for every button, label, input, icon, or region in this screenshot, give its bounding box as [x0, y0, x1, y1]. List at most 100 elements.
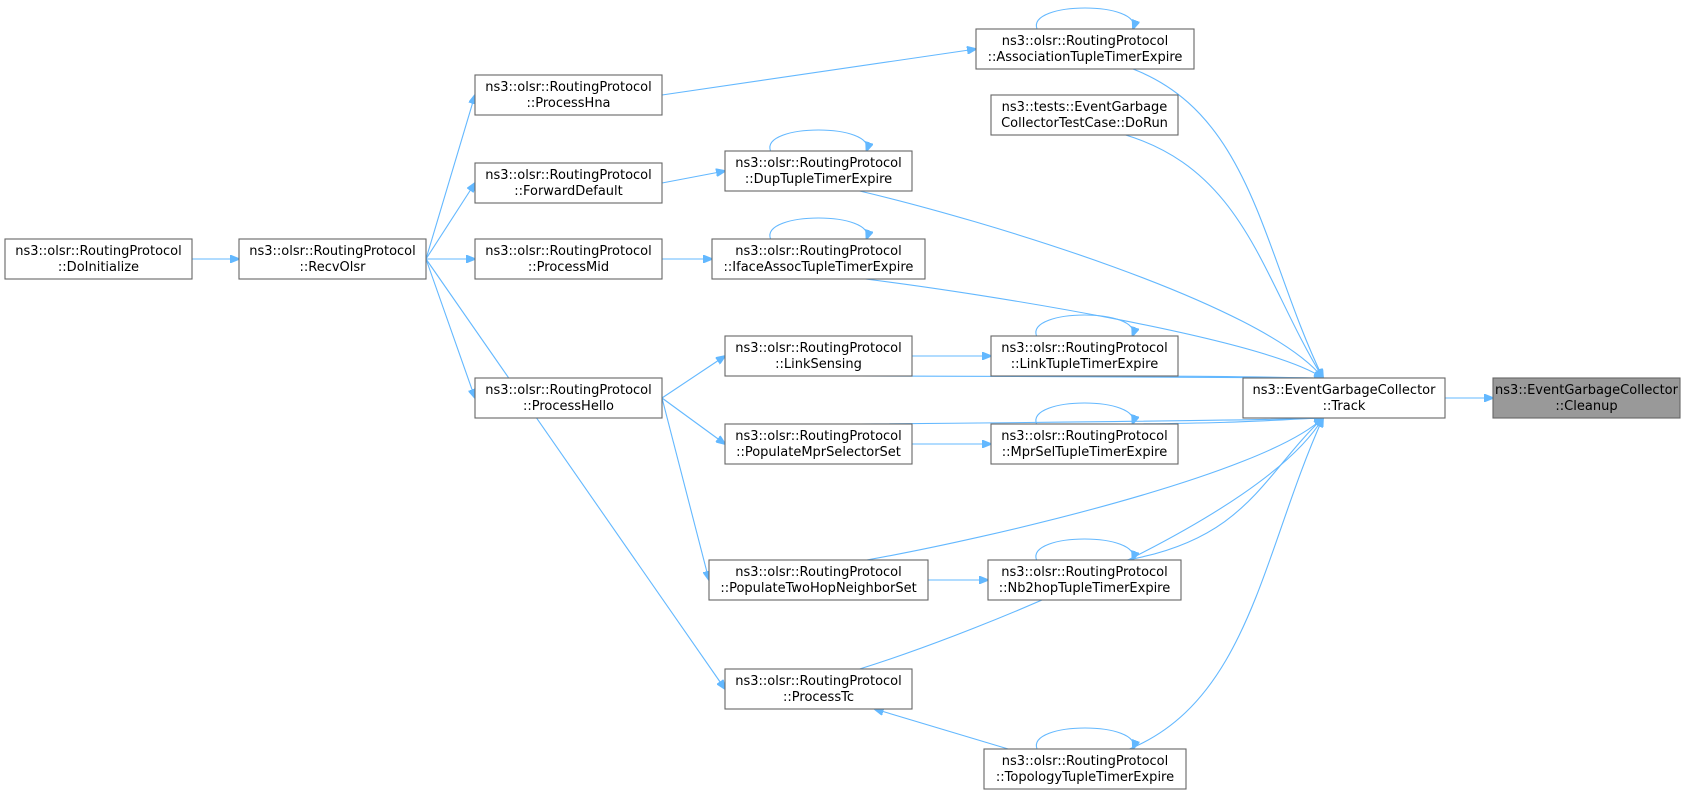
node-recv-olsr[interactable]: ns3::olsr::RoutingProtocol::RecvOlsr	[238, 238, 427, 280]
node-label-line1: ns3::olsr::RoutingProtocol	[735, 244, 902, 259]
node-process-mid[interactable]: ns3::olsr::RoutingProtocol::ProcessMid	[474, 238, 663, 280]
edge-process-hello-to-populate-twohop	[661, 397, 709, 580]
node-assoc-expire[interactable]: ns3::olsr::RoutingProtocol::AssociationT…	[975, 28, 1195, 70]
node-track[interactable]: ns3::EventGarbageCollector::Track	[1242, 377, 1446, 419]
node-label-line2: ::LinkSensing	[775, 357, 862, 372]
edge-topology-expire-to-topology-expire	[1036, 727, 1133, 749]
node-box	[1492, 377, 1681, 419]
node-nb2hop-expire[interactable]: ns3::olsr::RoutingProtocol::Nb2hopTupleT…	[987, 559, 1182, 601]
node-label-line2: ::ProcessHna	[526, 96, 610, 111]
nodes-layer: ns3::EventGarbageCollector::Cleanupns3::…	[4, 28, 1681, 790]
node-label-line1: ns3::olsr::RoutingProtocol	[735, 429, 902, 444]
node-label-line1: ns3::EventGarbageCollector	[1253, 383, 1437, 398]
node-label-line2: ::Nb2hopTupleTimerExpire	[999, 581, 1171, 596]
node-dup-expire[interactable]: ns3::olsr::RoutingProtocol::DupTupleTime…	[724, 150, 913, 192]
edge-forward-default-to-dup-expire	[661, 171, 725, 184]
node-process-hello[interactable]: ns3::olsr::RoutingProtocol::ProcessHello	[474, 377, 663, 419]
node-label-line1: ns3::olsr::RoutingProtocol	[249, 244, 416, 259]
edge-populate-mprsel-to-track	[859, 418, 1323, 425]
node-label-line2: ::AssociationTupleTimerExpire	[988, 50, 1183, 65]
node-label-line1: ns3::EventGarbageCollector	[1495, 383, 1679, 398]
node-label-line1: ns3::olsr::RoutingProtocol	[15, 244, 182, 259]
node-link-expire[interactable]: ns3::olsr::RoutingProtocol::LinkTupleTim…	[990, 335, 1179, 377]
node-label-line2: ::ProcessHello	[523, 399, 614, 414]
node-label-line2: ::TopologyTupleTimerExpire	[996, 770, 1174, 785]
node-label-line1: ns3::olsr::RoutingProtocol	[1001, 429, 1168, 444]
node-label-line2: ::ProcessTc	[783, 690, 854, 705]
node-label-line1: ns3::olsr::RoutingProtocol	[735, 674, 902, 689]
node-box	[987, 559, 1182, 601]
node-box	[474, 377, 663, 419]
edge-dorun-to-track	[1125, 134, 1323, 378]
node-iface-expire[interactable]: ns3::olsr::RoutingProtocol::IfaceAssocTu…	[711, 238, 926, 280]
node-box	[990, 423, 1179, 465]
node-label-line1: ns3::tests::EventGarbage	[1002, 100, 1168, 115]
node-label-line1: ns3::olsr::RoutingProtocol	[485, 80, 652, 95]
node-process-tc[interactable]: ns3::olsr::RoutingProtocol::ProcessTc	[724, 668, 913, 710]
edge-iface-expire-to-iface-expire	[769, 217, 867, 239]
node-process-hna[interactable]: ns3::olsr::RoutingProtocol::ProcessHna	[474, 74, 663, 116]
node-box	[983, 748, 1187, 790]
edge-recv-olsr-to-process-hna	[425, 95, 475, 260]
node-label-line1: ns3::olsr::RoutingProtocol	[1001, 341, 1168, 356]
node-populate-mprsel[interactable]: ns3::olsr::RoutingProtocol::PopulateMprS…	[724, 423, 913, 465]
node-label-line2: CollectorTestCase::DoRun	[1001, 116, 1168, 131]
node-label-line2: ::RecvOlsr	[299, 260, 366, 275]
node-link-sensing[interactable]: ns3::olsr::RoutingProtocol::LinkSensing	[724, 335, 913, 377]
node-cleanup[interactable]: ns3::EventGarbageCollector::Cleanup	[1492, 377, 1681, 419]
edge-dup-expire-to-dup-expire	[769, 129, 867, 151]
node-box	[474, 238, 663, 280]
node-mprsel-expire[interactable]: ns3::olsr::RoutingProtocol::MprSelTupleT…	[990, 423, 1179, 465]
edge-assoc-expire-to-assoc-expire	[1036, 7, 1133, 29]
node-label-line2: ::LinkTupleTimerExpire	[1011, 357, 1158, 372]
edge-process-hello-to-link-sensing	[661, 356, 725, 399]
edge-topology-expire-to-process-tc	[875, 709, 1009, 750]
node-label-line2: ::Track	[1323, 399, 1366, 414]
node-label-line1: ns3::olsr::RoutingProtocol	[735, 341, 902, 356]
edge-nb2hop-expire-to-track	[1126, 418, 1323, 561]
node-topology-expire[interactable]: ns3::olsr::RoutingProtocol::TopologyTupl…	[983, 748, 1187, 790]
edge-recv-olsr-to-forward-default	[425, 183, 475, 260]
node-label-line1: ns3::olsr::RoutingProtocol	[485, 168, 652, 183]
node-box	[4, 238, 193, 280]
edge-process-hello-to-populate-mprsel	[661, 397, 725, 444]
node-box	[724, 668, 913, 710]
node-label-line2: ::Cleanup	[1555, 399, 1617, 414]
edge-topology-expire-to-track	[1129, 418, 1323, 750]
node-label-line1: ns3::olsr::RoutingProtocol	[735, 156, 902, 171]
node-box	[711, 238, 926, 280]
edge-assoc-expire-to-track	[1132, 68, 1323, 378]
node-box	[708, 559, 929, 601]
node-box	[724, 335, 913, 377]
node-do-initialize[interactable]: ns3::olsr::RoutingProtocol::DoInitialize	[4, 238, 193, 280]
node-label-line2: ::DoInitialize	[58, 260, 139, 275]
node-box	[724, 423, 913, 465]
node-box	[724, 150, 913, 192]
node-label-line1: ns3::olsr::RoutingProtocol	[735, 565, 902, 580]
edge-populate-twohop-to-track	[866, 418, 1323, 561]
edge-mprsel-expire-to-mprsel-expire	[1035, 402, 1133, 424]
node-box	[238, 238, 427, 280]
node-label-line2: ::PopulateTwoHopNeighborSet	[720, 581, 916, 596]
edge-recv-olsr-to-process-hello	[425, 258, 475, 398]
edges-layer	[192, 7, 1493, 750]
node-label-line1: ns3::olsr::RoutingProtocol	[1002, 34, 1169, 49]
node-forward-default[interactable]: ns3::olsr::RoutingProtocol::ForwardDefau…	[474, 162, 663, 204]
edge-recv-olsr-to-process-tc	[425, 258, 725, 689]
node-box	[975, 28, 1195, 70]
edge-nb2hop-expire-to-nb2hop-expire	[1035, 538, 1133, 560]
node-label-line2: ::IfaceAssocTupleTimerExpire	[724, 260, 914, 275]
node-dorun[interactable]: ns3::tests::EventGarbageCollectorTestCas…	[990, 94, 1179, 136]
node-label-line1: ns3::olsr::RoutingProtocol	[1002, 754, 1169, 769]
node-label-line2: ::ForwardDefault	[514, 184, 623, 199]
edge-link-expire-to-link-expire	[1035, 314, 1133, 336]
node-label-line1: ns3::olsr::RoutingProtocol	[1001, 565, 1168, 580]
edge-dup-expire-to-track	[859, 190, 1323, 378]
node-box	[474, 74, 663, 116]
node-box	[1242, 377, 1446, 419]
node-label-line2: ::DupTupleTimerExpire	[745, 172, 892, 187]
node-label-line2: ::PopulateMprSelectorSet	[736, 445, 901, 460]
node-populate-twohop[interactable]: ns3::olsr::RoutingProtocol::PopulateTwoH…	[708, 559, 929, 601]
node-label-line1: ns3::olsr::RoutingProtocol	[485, 383, 652, 398]
